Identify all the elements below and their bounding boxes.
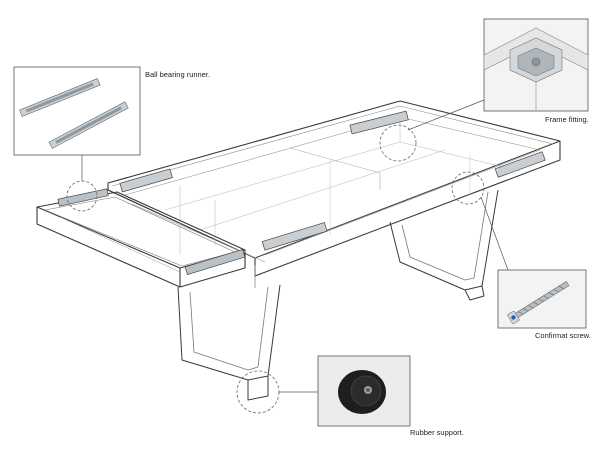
fitting-detail-circle (379, 124, 417, 162)
leader-lines (81, 99, 509, 393)
fitting-label: Frame fitting. (545, 115, 589, 124)
rubber-support-icon (338, 370, 386, 414)
fitting-callout (483, 18, 589, 112)
left-leg (177, 265, 281, 401)
screw-callout (497, 269, 587, 329)
table-drawing (36, 99, 561, 414)
support-callout (317, 355, 411, 427)
table-top (107, 100, 561, 277)
screw-label: Confirmat screw. (535, 331, 591, 340)
frame-fitting-icon (483, 27, 589, 111)
runner-rails (57, 110, 546, 275)
screw-detail-circle (451, 171, 485, 205)
runner-label: Ball bearing runner. (145, 70, 211, 79)
confirmat-screw-icon (507, 281, 570, 324)
support-detail-circle (236, 370, 280, 414)
support-label: Rubber support. (410, 428, 464, 437)
ball-bearing-runner-icon (19, 78, 129, 149)
runner-callout (13, 66, 141, 156)
detail-markers (66, 124, 485, 414)
right-leg (389, 189, 499, 301)
